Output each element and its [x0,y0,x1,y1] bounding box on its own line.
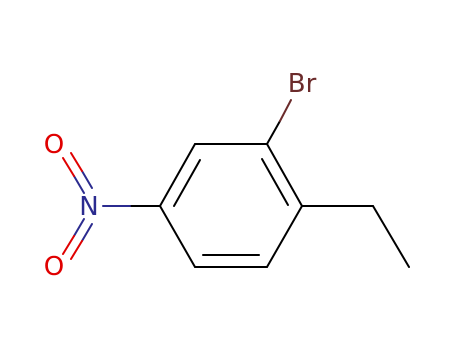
n-o-lower-bond-a-n [73,218,85,237]
ethyl-group [301,205,410,268]
ring-bond-top-right [266,143,303,207]
nitrogen-label: N [79,192,98,222]
ring-bond-top-left [159,143,196,207]
n-o-lower-bond-b-n [81,223,93,242]
n-o-upper-bond-a-o [62,157,75,177]
c-br-bond-carbon-half [266,120,281,145]
ring-double-bond-inner-3 [173,159,201,207]
n-o-upper-bond-b-n [81,170,93,189]
ring-bond-bottom-right [266,205,303,268]
n-o-lower-bond-b-o [70,240,83,260]
oxygen-bottom-label: O [44,252,64,282]
oxygen-top-label: O [44,130,64,160]
c-br-bond-bromine-half [279,99,292,122]
n-o-lower-bond-a-o [62,235,75,255]
bromine-label: Br [288,69,317,99]
nitro-bonds [62,152,93,260]
ethyl-bond-2 [372,205,410,268]
n-o-upper-bond-b-o [70,152,83,172]
n-o-upper-bond-a-n [73,175,85,194]
ring-bond-bottom-left [159,205,196,268]
c-br-bond [266,99,292,145]
ring-double-bond-inner-1 [261,158,289,206]
benzene-ring [159,143,303,268]
